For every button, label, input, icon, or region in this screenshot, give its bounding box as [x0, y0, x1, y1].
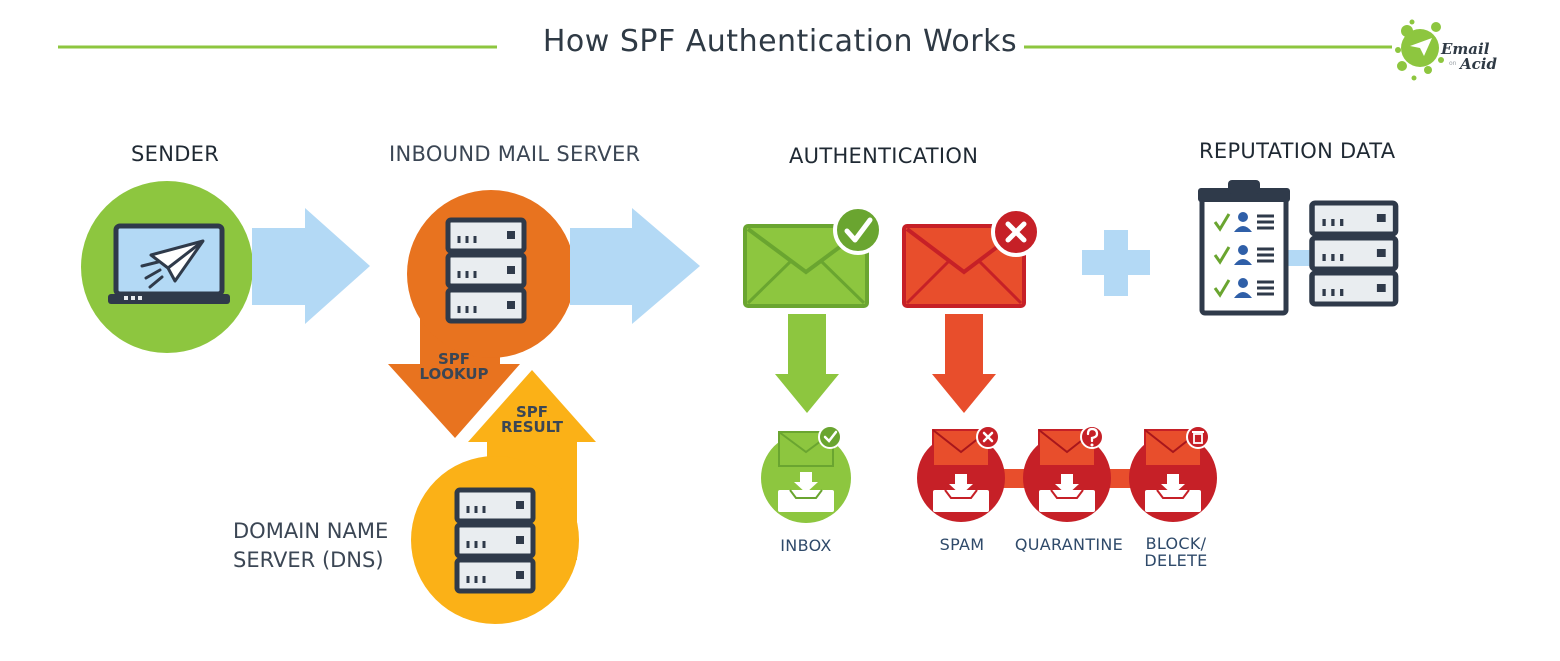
envelope-icon [743, 224, 869, 308]
inbound-server-heading: INBOUND MAIL SERVER [389, 142, 641, 166]
spf-lookup-label: SPF LOOKUP [394, 352, 514, 382]
reputation-node [1198, 180, 1396, 316]
block-delete-label: BLOCK/ DELETE [1106, 535, 1246, 569]
user-icon [1213, 278, 1274, 298]
arrow-sender-to-server [252, 208, 370, 324]
spf-lookup-line2: LOOKUP [419, 365, 489, 383]
server-icon [457, 490, 533, 591]
user-icon [1213, 245, 1274, 265]
sender-heading: SENDER [131, 142, 220, 166]
block-label-line2: DELETE [1144, 551, 1208, 570]
page-title: How SPF Authentication Works [542, 24, 1018, 59]
block-delete-outcome [1129, 425, 1217, 522]
dns-node [411, 456, 579, 624]
server-icon [1312, 203, 1396, 304]
server-icon [448, 220, 524, 321]
user-icon [1213, 212, 1274, 232]
fail-envelope [902, 207, 1041, 308]
plus-icon [1082, 230, 1150, 296]
quarantine-outcome [1023, 425, 1111, 522]
spf-result-line1: SPF [515, 403, 549, 421]
check-badge-icon [818, 425, 842, 449]
spf-result-label: SPF RESULT [472, 405, 592, 435]
logo-text-acid: Acid [1460, 55, 1497, 73]
spf-lookup-line1: SPF [437, 350, 471, 368]
block-label-line1: BLOCK/ [1145, 534, 1207, 553]
arrow-pass-to-inbox [775, 314, 839, 413]
pass-envelope [743, 205, 883, 308]
logo-text-email: Email [1441, 40, 1490, 58]
x-badge-icon [991, 207, 1041, 257]
question-badge-icon [1080, 425, 1104, 449]
email-on-acid-logo [1395, 19, 1444, 81]
check-badge-icon [833, 205, 883, 255]
arrow-fail-to-outcomes [932, 314, 996, 413]
spam-outcome [917, 425, 1005, 522]
trash-badge-icon [1186, 425, 1210, 449]
dns-label-line2: SERVER (DNS) [233, 548, 384, 572]
inbox-label: INBOX [780, 536, 832, 555]
clipboard-icon [1198, 180, 1290, 316]
dns-label: DOMAIN NAME SERVER (DNS) [233, 517, 388, 575]
spam-label: SPAM [939, 535, 985, 554]
authentication-heading: AUTHENTICATION [789, 144, 979, 168]
envelope-icon [902, 224, 1026, 308]
dns-label-line1: DOMAIN NAME [233, 519, 389, 543]
arrow-server-to-auth [570, 208, 700, 324]
logo-text-on: on [1449, 60, 1457, 67]
inbox-tray-icon [778, 472, 834, 512]
inbound-server-node [407, 190, 575, 358]
x-badge-icon [976, 425, 1000, 449]
sender-node [81, 181, 253, 353]
quarantine-label: QUARANTINE [1014, 535, 1124, 554]
spf-result-line2: RESULT [500, 418, 564, 436]
inbox-outcome [761, 425, 851, 523]
reputation-heading: REPUTATION DATA [1199, 139, 1396, 163]
paper-plane-icon [140, 239, 205, 289]
